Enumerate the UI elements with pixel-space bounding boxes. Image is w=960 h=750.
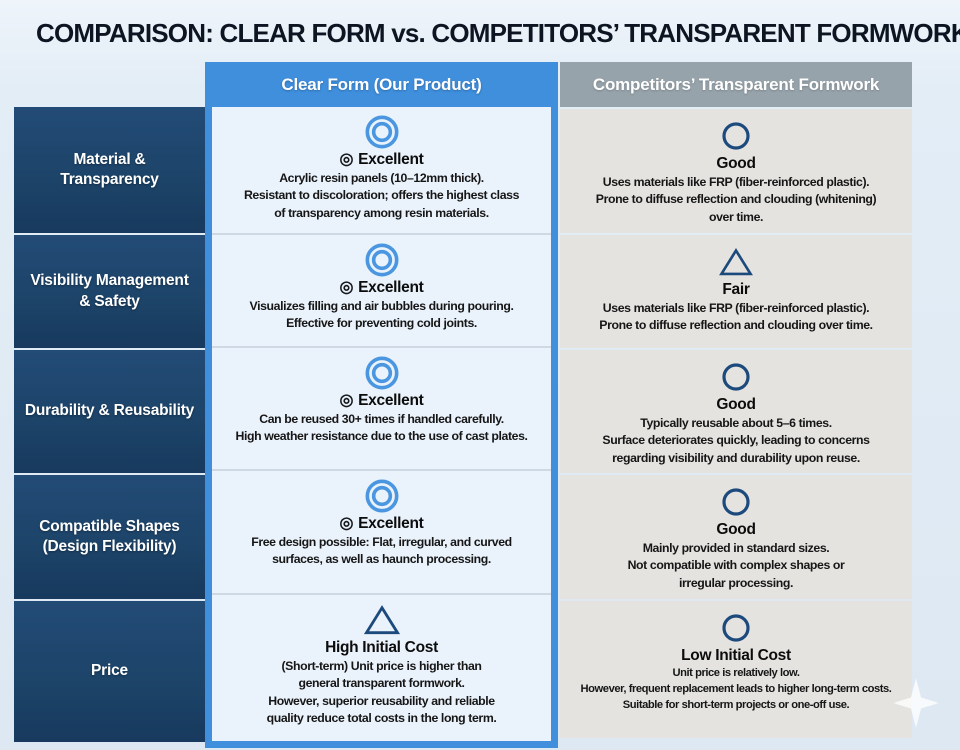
cell-description: Free design possible: Flat, irregular, a… xyxy=(251,535,512,567)
rating-text: High Initial Cost xyxy=(325,639,438,656)
cell-competitor-price: Low Initial Cost Unit price is relativel… xyxy=(560,601,912,738)
cell-description: (Short-term) Unit price is higher than g… xyxy=(266,659,497,726)
rating-text: Low Initial Cost xyxy=(681,647,791,664)
clear-form-column-body: ◎ Excellent Acrylic resin panels (10–12m… xyxy=(205,107,558,748)
rating-text: Good xyxy=(716,155,756,172)
cell-description: Uses materials like FRP (fiber-reinforce… xyxy=(595,175,877,224)
circle-icon xyxy=(721,484,751,520)
cell-description: Can be reused 30+ times if handled caref… xyxy=(235,412,528,444)
circle-icon xyxy=(721,359,751,395)
cell-description: Unit price is relatively low. However, f… xyxy=(580,667,892,711)
rating-text: Excellent xyxy=(358,515,424,532)
cell-competitor-visibility: Fair Uses materials like FRP (fiber-rein… xyxy=(560,235,912,348)
cell-clear-visibility: ◎ Excellent Visualizes filling and air b… xyxy=(212,233,551,346)
double-circle-icon xyxy=(364,114,400,150)
cell-competitor-material: Good Uses materials like FRP (fiber-rein… xyxy=(560,109,912,233)
clear-form-column: Clear Form (Our Product) ◎ Excellent Acr… xyxy=(205,62,558,748)
cell-competitor-shapes: Good Mainly provided in standard sizes. … xyxy=(560,475,912,599)
triangle-icon xyxy=(363,602,401,638)
rating-label: Good xyxy=(716,521,756,539)
rating-label: High Initial Cost xyxy=(325,639,438,657)
cell-competitor-durability: Good Typically reusable about 5–6 times.… xyxy=(560,350,912,473)
double-circle-inline-icon: ◎ xyxy=(339,515,354,532)
cell-clear-durability: ◎ Excellent Can be reused 30+ times if h… xyxy=(212,346,551,469)
double-circle-icon xyxy=(364,242,400,278)
rating-text: Good xyxy=(716,396,756,413)
rating-text: Excellent xyxy=(358,279,424,296)
cell-description: Visualizes filling and air bubbles durin… xyxy=(249,299,514,331)
rating-text: Fair xyxy=(722,281,750,298)
criterion-durability-reusability: Durability & Reusability xyxy=(14,350,205,473)
triangle-icon xyxy=(718,244,754,280)
competitor-column-header: Competitors’ Transparent Formwork xyxy=(560,62,912,107)
rating-label: Good xyxy=(716,155,756,173)
cell-description: Uses materials like FRP (fiber-reinforce… xyxy=(599,301,873,333)
circle-icon xyxy=(721,118,751,154)
cell-clear-price: High Initial Cost (Short-term) Unit pric… xyxy=(212,593,551,739)
circle-icon xyxy=(721,610,751,646)
rating-label: Low Initial Cost xyxy=(681,647,791,665)
rating-label: ◎ Excellent xyxy=(339,151,423,169)
cell-clear-shapes: ◎ Excellent Free design possible: Flat, … xyxy=(212,469,551,593)
double-circle-icon xyxy=(364,355,400,391)
criterion-compatible-shapes: Compatible Shapes (Design Flexibility) xyxy=(14,475,205,599)
cell-description: Acrylic resin panels (10–12mm thick). Re… xyxy=(243,171,520,220)
criterion-visibility-safety: Visibility Management & Safety xyxy=(14,235,205,348)
rating-label: ◎ Excellent xyxy=(339,392,423,410)
page-title: COMPARISON: CLEAR FORM vs. COMPETITORS’ … xyxy=(36,18,960,48)
rating-label: ◎ Excellent xyxy=(339,515,423,533)
cell-description: Typically reusable about 5–6 times. Surf… xyxy=(602,416,870,465)
competitor-column: Competitors’ Transparent Formwork Good U… xyxy=(560,62,912,738)
cell-clear-material: ◎ Excellent Acrylic resin panels (10–12m… xyxy=(212,107,551,233)
comparison-table: Material & Transparency Visibility Manag… xyxy=(14,62,912,750)
double-circle-icon xyxy=(364,478,400,514)
rating-label: ◎ Excellent xyxy=(339,279,423,297)
rating-text: Excellent xyxy=(358,151,424,168)
criterion-price: Price xyxy=(14,601,205,742)
rating-label: Fair xyxy=(722,281,750,299)
rating-text: Good xyxy=(716,521,756,538)
criterion-material-transparency: Material & Transparency xyxy=(14,107,205,233)
clear-form-column-header: Clear Form (Our Product) xyxy=(205,62,558,107)
cell-description: Mainly provided in standard sizes. Not c… xyxy=(627,541,845,590)
rating-label: Good xyxy=(716,396,756,414)
double-circle-inline-icon: ◎ xyxy=(339,151,354,168)
rating-text: Excellent xyxy=(358,392,424,409)
double-circle-inline-icon: ◎ xyxy=(339,279,354,296)
double-circle-inline-icon: ◎ xyxy=(339,392,354,409)
